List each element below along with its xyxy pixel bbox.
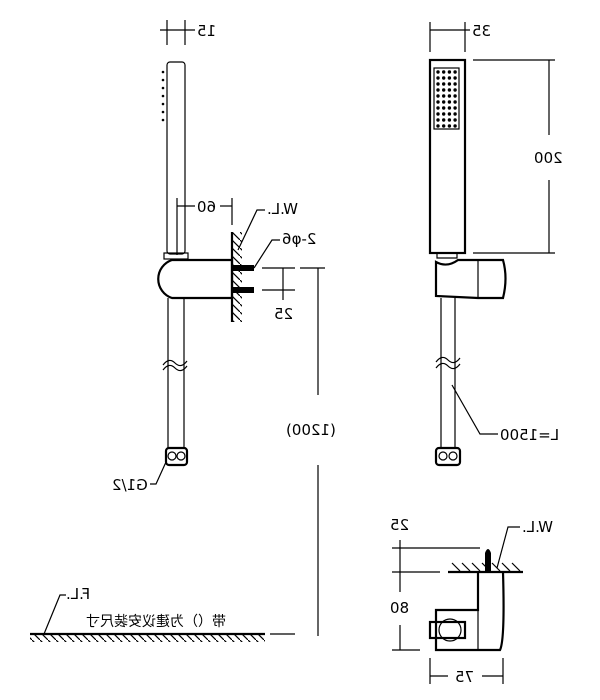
- nozzle-dot: [453, 94, 457, 98]
- nozzle-dot: [453, 112, 457, 116]
- nozzle-dot: [447, 112, 452, 116]
- break-mark: [162, 364, 188, 372]
- holder-front: [434, 258, 507, 300]
- screw-label: 2-φ6: [282, 230, 316, 248]
- wall-holder: [157, 258, 234, 300]
- wall-label-detail: W.L.: [522, 518, 553, 536]
- holder-detail: 25 80 75 W.L.: [390, 516, 553, 686]
- nozzle-dot: [447, 76, 452, 80]
- nozzle-dot: [442, 94, 446, 98]
- hose-length-label: L=1500: [500, 426, 559, 444]
- floor-label: F.L.: [66, 585, 90, 603]
- nozzle-dot: [436, 124, 440, 128]
- handshower-front: [428, 58, 467, 255]
- nozzle-dot: [447, 118, 452, 122]
- nozzle-dot: [447, 70, 452, 74]
- nozzle-dot: [442, 124, 446, 128]
- nozzle-dot: [447, 82, 452, 86]
- holder-body: [434, 571, 505, 652]
- nozzle-dot: [447, 100, 452, 104]
- install-note: 带（）为建议安装尺寸: [86, 614, 226, 630]
- nozzle-dot: [436, 82, 440, 86]
- wall-label: W.L.: [267, 200, 298, 218]
- nozzle-dot: [453, 118, 457, 122]
- nozzle-dot: [453, 70, 457, 74]
- nozzle-dot: [442, 112, 446, 116]
- handshower-body: [166, 61, 186, 255]
- nozzle-dot: [453, 82, 457, 86]
- dim-mount-height: (1200): [286, 421, 336, 439]
- nozzle-dot: [453, 106, 457, 110]
- nozzle-dot: [442, 118, 446, 122]
- nozzle-dot: [447, 106, 452, 110]
- dim-holder-depth-detail: 75: [455, 668, 474, 686]
- screw-detail: [485, 549, 491, 571]
- nozzle-dot: [453, 76, 457, 80]
- dim-screw-detail: 25: [390, 516, 409, 534]
- nozzle-dot: [442, 106, 446, 110]
- nozzle-dot: [442, 76, 446, 80]
- spray-dots: [161, 70, 165, 122]
- holder-knob: [428, 620, 467, 640]
- nozzle-dot: [436, 88, 440, 92]
- spray-nozzles: [436, 70, 457, 128]
- nozzle-dot: [442, 82, 446, 86]
- nozzle-dot: [447, 94, 452, 98]
- nozzle-dot: [453, 88, 457, 92]
- side-view: 15 60 W.L. 2-φ6 25 (1200) G1/2 F.L. 带（）为…: [30, 20, 336, 642]
- nozzle-dot: [436, 118, 440, 122]
- nozzle-dot: [453, 124, 457, 128]
- hose-nut-front: [434, 446, 462, 467]
- nozzle-dot: [447, 88, 452, 92]
- dim-screw-spacing: 25: [274, 305, 293, 323]
- spray-face: [433, 67, 460, 130]
- dim-holder-height: 80: [390, 599, 409, 617]
- nozzle-dot: [442, 88, 446, 92]
- hose-nut: [164, 446, 189, 467]
- nozzle-dot: [442, 100, 446, 104]
- screws: [232, 265, 254, 293]
- nozzle-dot: [447, 124, 452, 128]
- nozzle-dot: [436, 112, 440, 116]
- dim-holder-depth: 60: [197, 198, 216, 216]
- dim-head-length: 200: [534, 149, 563, 167]
- nozzle-dot: [436, 106, 440, 110]
- front-view: 35 200 L=1500: [428, 22, 563, 467]
- nozzle-dot: [436, 76, 440, 80]
- dim-width-side: 15: [197, 22, 216, 40]
- nozzle-dot: [453, 100, 457, 104]
- thread-label: G1/2: [112, 476, 148, 494]
- nozzle-dot: [436, 70, 440, 74]
- nozzle-dot: [436, 100, 440, 104]
- nozzle-dot: [442, 70, 446, 74]
- dim-width-front: 35: [472, 22, 491, 40]
- nozzle-dot: [436, 94, 440, 98]
